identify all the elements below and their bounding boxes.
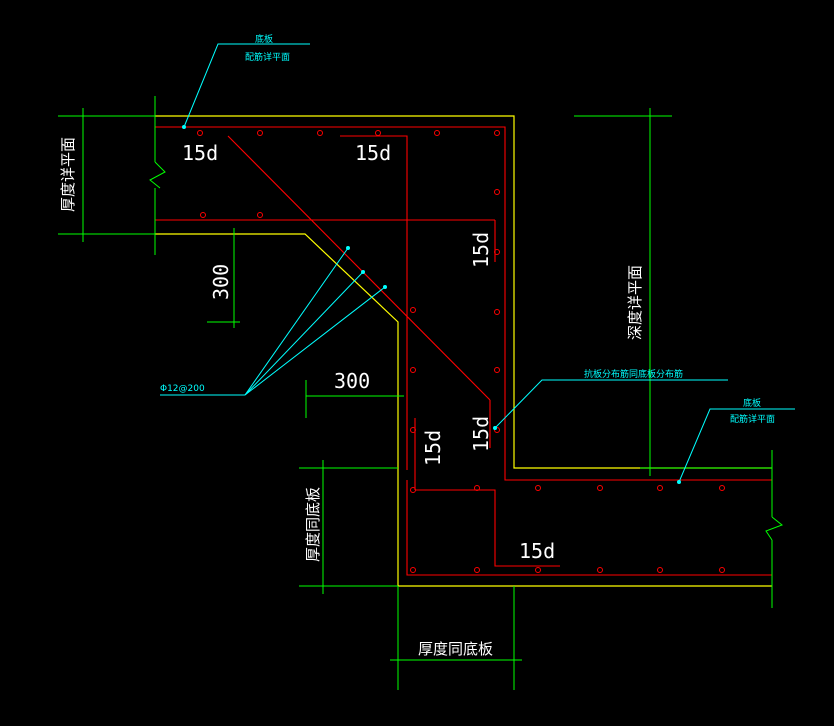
- note-top-line1: 底板: [255, 33, 273, 45]
- label-right-depth: 深度详平面: [626, 265, 644, 340]
- dimension-300-horizontal: 300: [334, 369, 370, 393]
- note-right-line2: 配筋详平面: [730, 413, 775, 425]
- rebar-hook-15d-a: [340, 135, 408, 470]
- rebar-dots: [197, 130, 725, 573]
- rebar-top-outer: [155, 126, 772, 481]
- label-15d-3: 15d: [469, 232, 493, 268]
- rebar-lower-inner: [406, 480, 772, 576]
- label-lower-left-thickness: 厚度同底板: [304, 487, 322, 562]
- distribution-note: 抗板分布筋同底板分布筋: [584, 368, 683, 380]
- label-15d-6: 15d: [519, 539, 555, 563]
- label-bottom-thickness: 厚度同底板: [418, 640, 493, 658]
- rebar-hook-15d-c: [415, 489, 560, 567]
- rebar-diagonal: [227, 135, 491, 401]
- dimension-300-vertical: 300: [209, 264, 233, 300]
- leader-lines: [160, 43, 795, 483]
- outline-top-right-wall: [155, 115, 772, 469]
- outline-inner-step: [155, 233, 399, 586]
- note-right-line1: 底板: [743, 397, 761, 409]
- rebar-spec-label: Φ12@200: [160, 384, 205, 394]
- leader-endpoints: [182, 125, 681, 484]
- label-15d-2: 15d: [355, 141, 391, 165]
- label-15d-1: 15d: [182, 141, 218, 165]
- rebar-lines: [155, 126, 772, 576]
- label-left-thickness: 厚度详平面: [59, 137, 77, 212]
- dimension-lines: [58, 96, 783, 690]
- concrete-outline: [155, 115, 772, 587]
- note-top-line2: 配筋详平面: [245, 51, 290, 63]
- label-15d-5: 15d: [421, 430, 445, 466]
- label-15d-4: 15d: [469, 416, 493, 452]
